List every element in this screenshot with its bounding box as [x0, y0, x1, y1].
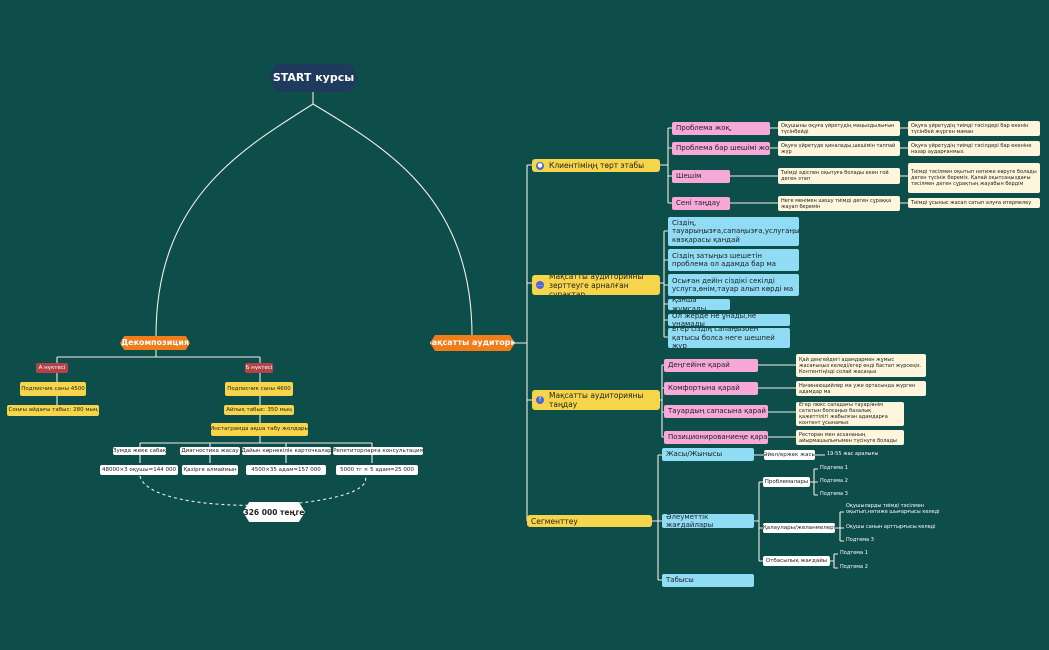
family-item[interactable]: Подтема 1: [840, 550, 868, 556]
stages-label: Клиентіміңң төрт этабы: [549, 161, 645, 170]
stage-extra[interactable]: Тиімді тәсілмен оқытып нәтиже көруге бол…: [908, 163, 1040, 193]
age-node[interactable]: Жасы/Жынысы: [662, 448, 754, 461]
stage-node[interactable]: Шешім: [672, 170, 730, 183]
family-node[interactable]: Отбасылық жағдайы: [763, 556, 830, 566]
wishes-item[interactable]: Оқушыларды тиімді тәсілмен оқытып,нәтиже…: [846, 503, 940, 515]
problems-item[interactable]: Подтема 1: [820, 465, 848, 471]
question-icon: ?: [536, 396, 544, 404]
choose-node[interactable]: Деңгейіне қарай: [664, 359, 758, 372]
choose-branch[interactable]: ? Мақсатты аудиторияны таңдау: [532, 390, 660, 410]
root-node[interactable]: START курсы: [269, 64, 358, 92]
total-node[interactable]: 326 000 теңге: [243, 502, 305, 522]
point-b-item[interactable]: Айлық табыс: 350 мың: [224, 405, 294, 415]
point-a-item[interactable]: Соңғы айдағы табыс: 280 мың: [7, 405, 99, 416]
way-calc[interactable]: 4500×35 адам=157 000: [246, 465, 326, 475]
stages-branch[interactable]: ● Клиентіміңң төрт этабы: [532, 159, 660, 172]
choose-desc[interactable]: Егер люкс сападағы тауар/өнім сататын бо…: [796, 402, 904, 426]
stage-node[interactable]: Проблема жоқ,: [672, 122, 770, 135]
question-node[interactable]: Осыған дейін сіздікі секілді услуга,өнім…: [668, 274, 799, 296]
question-node[interactable]: Қанша жұмсады: [668, 299, 730, 310]
problems-item[interactable]: Подтема 2: [820, 478, 848, 484]
segment-branch[interactable]: Сегменттеу: [527, 515, 652, 527]
question-node[interactable]: Егер сіздің сапаңызбен қатысы болса неге…: [668, 328, 790, 348]
question-node[interactable]: Сіздің затыңыз шешетін проблема ол адамд…: [668, 249, 799, 271]
choose-desc[interactable]: Начинающийлер ма уже ортасында жүрген ад…: [796, 381, 926, 396]
choose-desc[interactable]: Ресторан мен асхананың айырмашылығымен т…: [796, 430, 904, 445]
stage-desc[interactable]: Тиімді әдіспен оқытуға болады екен гой д…: [778, 168, 900, 184]
stage-node[interactable]: Сені таңдау: [672, 197, 730, 210]
stage-extra[interactable]: Тиімді ұсыныс жасап сатып алуға итермеле…: [908, 198, 1040, 208]
question-node[interactable]: Ол жерде не ұнады,не ұнамады: [668, 314, 790, 326]
stage-desc[interactable]: Оқушыны оқуға үйретудің маңыздылығын түс…: [778, 121, 900, 136]
stage-desc[interactable]: Неге менімен шешу тиімді деген сұраққа ж…: [778, 196, 900, 211]
way-calc[interactable]: 48000×3 оқушы=144 000: [100, 465, 178, 475]
income-node[interactable]: Табысы: [662, 574, 754, 587]
question-node[interactable]: Сіздің, тауарыңызға,сапаңызға,услугаңызғ…: [668, 217, 799, 246]
stage-extra[interactable]: Оқуға үйретудің тиімді тәсілдері бар еке…: [908, 121, 1040, 136]
wishes-item[interactable]: Подтема 3: [846, 537, 874, 543]
problems-item[interactable]: Подтема 3: [820, 491, 848, 497]
decomposition-node[interactable]: Декомпозиция: [120, 336, 190, 350]
way-node[interactable]: Зумда жеке сабақ: [113, 447, 166, 455]
problems-node[interactable]: Проблемалары: [763, 477, 810, 487]
choose-node[interactable]: Комфортына қарай: [664, 382, 758, 395]
choose-node[interactable]: Тауардың сапасына қарай: [664, 405, 768, 418]
point-a-badge[interactable]: А нүктесі: [36, 363, 68, 373]
point-b-item[interactable]: Подписчик саны 4600: [225, 382, 293, 396]
family-item[interactable]: Подтема 2: [840, 564, 868, 570]
age-sub-node[interactable]: Әйел/ержек жасы: [764, 450, 815, 460]
stage-extra[interactable]: Оқуға үйретудің тиімді тәсілдері бар еке…: [908, 141, 1040, 156]
wishes-node[interactable]: Қалаулары/желанмелері: [763, 523, 835, 533]
chat-icon: …: [536, 281, 544, 289]
point-b-badge[interactable]: Б нүктесі: [245, 363, 273, 373]
choose-desc[interactable]: Қай деңгейдегі адамдармен жұмыс жасағыңы…: [796, 354, 926, 377]
way-calc[interactable]: Қазірге алмаймын: [182, 465, 238, 475]
person-icon: ●: [536, 161, 544, 170]
stage-desc[interactable]: Оқуға үйретуде қиналады,шешімін таппай ж…: [778, 141, 900, 156]
stage-node[interactable]: Проблема бар шешімі жоқ,: [672, 142, 770, 155]
point-b-item[interactable]: Инстаграмда ақша табу жолдары: [211, 423, 308, 436]
way-node[interactable]: Дайын көрнекілік карточкалар: [242, 447, 331, 455]
target-audience-node[interactable]: Мақсатты аудитория: [430, 335, 515, 351]
way-node[interactable]: Репетиторларға консультация: [333, 447, 423, 455]
way-node[interactable]: Диагностика жасау: [180, 447, 240, 455]
questions-branch[interactable]: … Мақсатты аудиторияны зерттеуге арналға…: [532, 275, 660, 295]
social-node[interactable]: Әлеуметтік жағдайлары: [662, 514, 754, 528]
point-a-item[interactable]: Подписчик саны 4500: [20, 382, 86, 396]
choose-label: Мақсатты аудиторияны таңдау: [549, 391, 644, 409]
questions-label: Мақсатты аудиторияны зерттеуге арналған …: [549, 275, 644, 295]
way-calc[interactable]: 5000 тг × 5 адам=25 000: [336, 465, 418, 475]
age-value[interactable]: 19-55 жас аралығы: [827, 451, 879, 457]
wishes-item[interactable]: Оқушы санын арттырғысы келеді: [846, 524, 936, 530]
choose-node[interactable]: Позиционированиеңе қарай: [664, 431, 768, 444]
